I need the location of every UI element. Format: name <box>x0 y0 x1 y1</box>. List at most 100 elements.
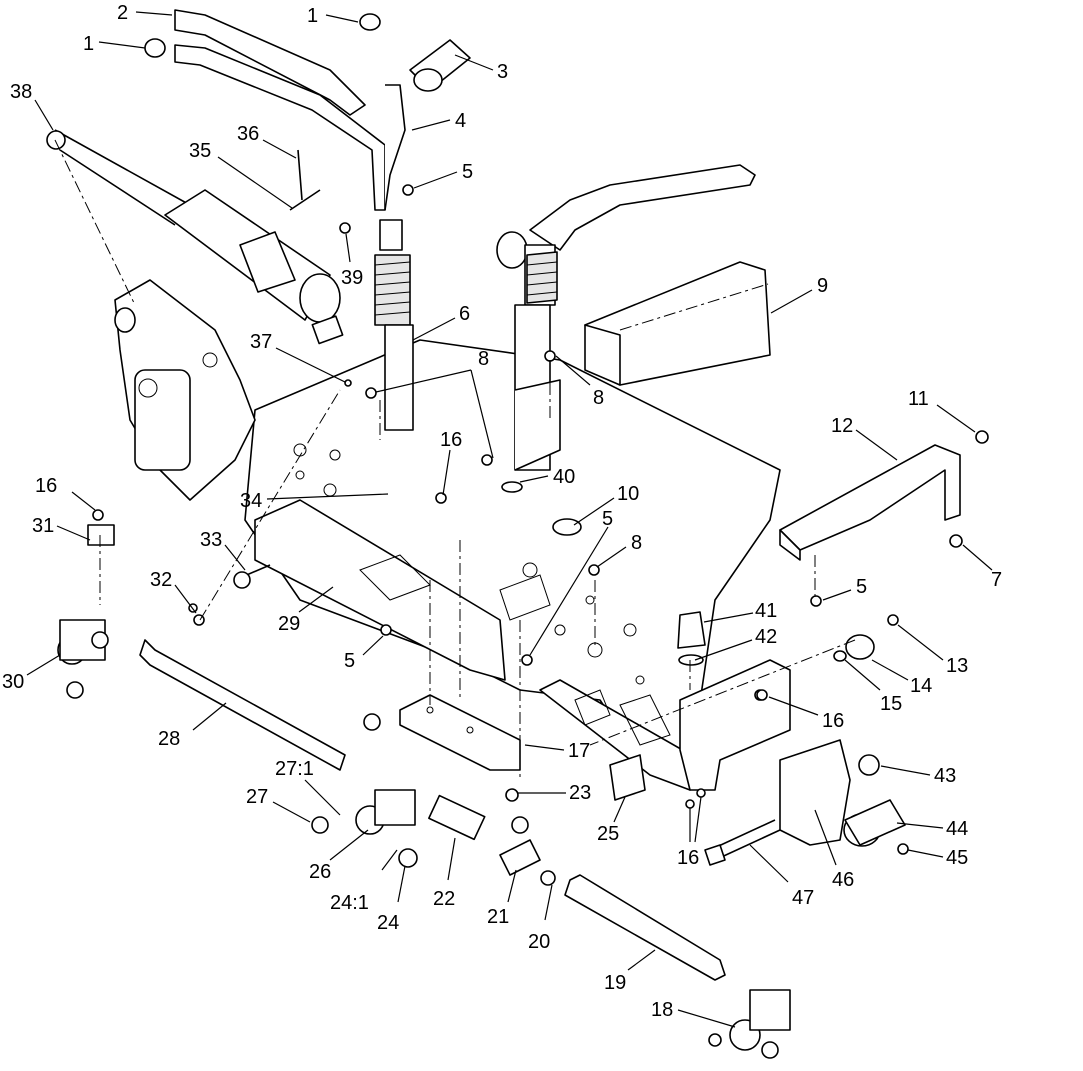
callout-label: 14 <box>910 675 932 697</box>
callout-45: 45 <box>907 847 968 869</box>
callout-label: 26 <box>309 861 331 883</box>
callout-label: 30 <box>2 671 24 693</box>
callout-label: 31 <box>32 515 54 537</box>
callout-24-1: 24:1 <box>330 849 398 914</box>
callout-label: 5 <box>462 161 473 183</box>
callout-38: 38 <box>10 81 54 131</box>
callout-11: 11 <box>908 388 976 433</box>
callout-1a: 1 <box>307 5 359 27</box>
callout-23: 23 <box>518 782 591 804</box>
callout-15: 15 <box>844 659 902 715</box>
callout-label: 42 <box>755 626 777 648</box>
callout-44: 44 <box>896 818 968 840</box>
callout-35: 35 <box>189 140 293 209</box>
callout-7: 7 <box>962 544 1002 591</box>
callout-19: 19 <box>604 949 656 994</box>
callout-33: 33 <box>200 529 246 571</box>
callout-label: 1 <box>83 33 94 55</box>
small-hardware-right <box>501 481 875 801</box>
callout-30: 30 <box>2 654 61 693</box>
callout-label: 2 <box>117 2 128 24</box>
callout-16b: 16 <box>440 429 462 496</box>
callout-5b: 5 <box>529 508 613 656</box>
callout-label: 12 <box>831 415 853 437</box>
callout-14: 14 <box>871 659 932 697</box>
valve-26 <box>311 713 418 868</box>
callout-16a: 16 <box>35 475 96 511</box>
callout-label: 3 <box>497 61 508 83</box>
callout-label: 16 <box>822 710 844 732</box>
callout-17: 17 <box>524 740 590 762</box>
callout-label: 43 <box>934 765 956 787</box>
hose-22 <box>428 794 486 841</box>
callout-label: 38 <box>10 81 32 103</box>
hydraulic-cylinder <box>46 129 344 345</box>
callout-label: 5 <box>344 650 355 672</box>
callout-36: 36 <box>237 123 297 159</box>
callout-13: 13 <box>897 624 968 677</box>
callout-29: 29 <box>278 586 334 635</box>
callout-9: 9 <box>770 275 828 314</box>
callout-label: 24 <box>377 912 399 934</box>
callout-20: 20 <box>528 884 553 953</box>
callout-label: 20 <box>528 931 550 953</box>
callout-label: 7 <box>991 569 1002 591</box>
valve-30 <box>57 619 109 699</box>
callout-label: 16 <box>440 429 462 451</box>
callout-label: 36 <box>237 123 259 145</box>
callout-label: 18 <box>651 999 673 1021</box>
callout-label: 44 <box>946 818 968 840</box>
callout-1b: 1 <box>83 33 146 55</box>
callout-label: 15 <box>880 693 902 715</box>
callout-label: 11 <box>908 388 929 410</box>
callout-42: 42 <box>694 626 777 661</box>
callout-label: 39 <box>341 267 363 289</box>
callout-label: 8 <box>631 532 642 554</box>
pump-assembly <box>114 279 256 501</box>
callout-5a: 5 <box>413 161 473 189</box>
callout-16c: 16 <box>768 696 844 732</box>
callout-label: 5 <box>856 576 867 598</box>
construction-lines <box>54 139 856 780</box>
callout-label: 28 <box>158 728 180 750</box>
fasteners <box>87 149 989 855</box>
callout-label: 1 <box>307 5 318 27</box>
callout-label: 13 <box>946 655 968 677</box>
frame-plate <box>244 339 781 791</box>
callout-2: 2 <box>117 2 173 24</box>
callout-label: 5 <box>602 508 613 530</box>
callout-label: 8 <box>478 348 489 370</box>
callout-21: 21 <box>487 869 517 928</box>
callout-6: 6 <box>412 303 470 341</box>
steering-arm-left <box>144 9 471 211</box>
callout-18: 18 <box>651 999 736 1028</box>
callout-label: 35 <box>189 140 211 162</box>
callout-8b: 8 <box>555 355 604 409</box>
callout-label: 41 <box>755 600 777 622</box>
hose-19 <box>564 874 726 981</box>
callout-label: 17 <box>568 740 590 762</box>
callout-24: 24 <box>377 865 406 934</box>
callout-label: 9 <box>817 275 828 297</box>
rear-bracket <box>779 444 961 561</box>
callout-label: 27 <box>246 786 268 808</box>
callout-label: 34 <box>240 490 262 512</box>
callout-label: 22 <box>433 888 455 910</box>
callout-16d: 16 <box>677 796 702 869</box>
callout-12: 12 <box>831 415 898 461</box>
callout-label: 16 <box>35 475 57 497</box>
callout-8a: 8 <box>375 348 494 459</box>
callout-label: 40 <box>553 466 575 488</box>
callout-5d: 5 <box>822 576 867 601</box>
control-panel <box>584 261 771 386</box>
steering-arm-right <box>496 164 756 471</box>
callout-label: 45 <box>946 847 968 869</box>
callout-31: 31 <box>32 515 91 541</box>
callout-27-1: 27:1 <box>275 758 341 816</box>
callout-26: 26 <box>309 829 369 883</box>
callout-46: 46 <box>814 809 854 891</box>
callout-28: 28 <box>158 702 227 750</box>
callout-label: 6 <box>459 303 470 325</box>
callout-label: 24:1 <box>330 892 369 914</box>
